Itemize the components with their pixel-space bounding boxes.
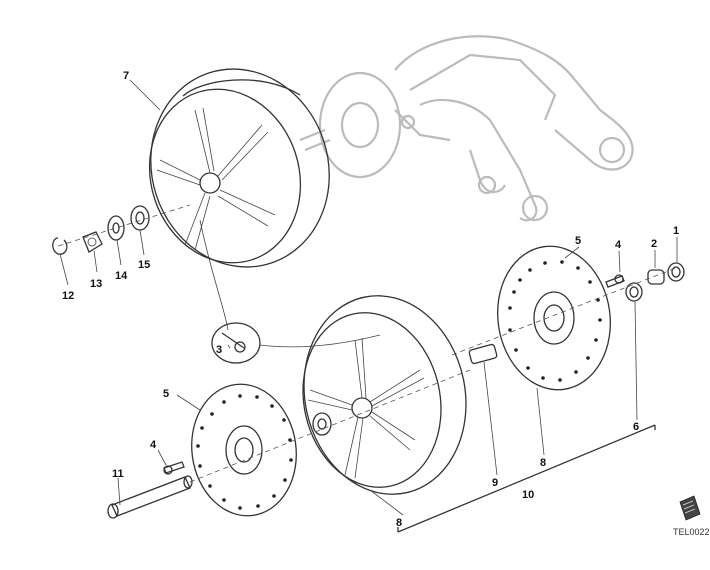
callout-5-right: 5 — [575, 235, 581, 247]
reference-code: TEL00227 — [673, 527, 710, 537]
swingarm-outline — [394, 35, 634, 222]
callout-6: 6 — [633, 421, 639, 433]
callout-10: 10 — [522, 489, 534, 501]
front-wheel — [302, 295, 467, 495]
reference-block: TEL00227 — [673, 495, 710, 537]
assembly-bracket — [397, 424, 656, 533]
callout-12: 12 — [62, 290, 74, 302]
book-icon — [679, 495, 701, 521]
callout-15: 15 — [138, 259, 150, 271]
callout-1: 1 — [673, 225, 679, 237]
rear-hub-parts — [52, 204, 191, 255]
axle-and-bolt — [107, 369, 471, 519]
callout-11: 11 — [112, 468, 124, 480]
callout-8-right: 8 — [540, 457, 546, 469]
callout-13: 13 — [90, 278, 102, 290]
tyre-valve — [199, 219, 381, 364]
front-brake-disc-left — [191, 383, 297, 517]
callout-5-left: 5 — [163, 388, 169, 400]
callout-7: 7 — [123, 70, 129, 82]
callout-4-left: 4 — [150, 439, 157, 451]
callout-4-right: 4 — [615, 239, 622, 251]
callout-3: 3 — [216, 344, 222, 356]
callout-14: 14 — [115, 270, 128, 282]
rear-brake-disc-background — [299, 71, 402, 179]
front-brake-disc-right — [496, 245, 612, 391]
rear-wheel — [148, 68, 330, 268]
callout-2: 2 — [651, 238, 657, 250]
leader-lines — [59, 79, 678, 516]
callout-labels: 1 2 3 4 4 5 5 6 7 8 8 9 10 11 12 13 14 1… — [62, 70, 679, 529]
callout-9: 9 — [492, 477, 498, 489]
wheel-spacer — [468, 343, 498, 365]
callout-8-left: 8 — [396, 517, 402, 529]
right-hub-parts — [451, 262, 685, 356]
